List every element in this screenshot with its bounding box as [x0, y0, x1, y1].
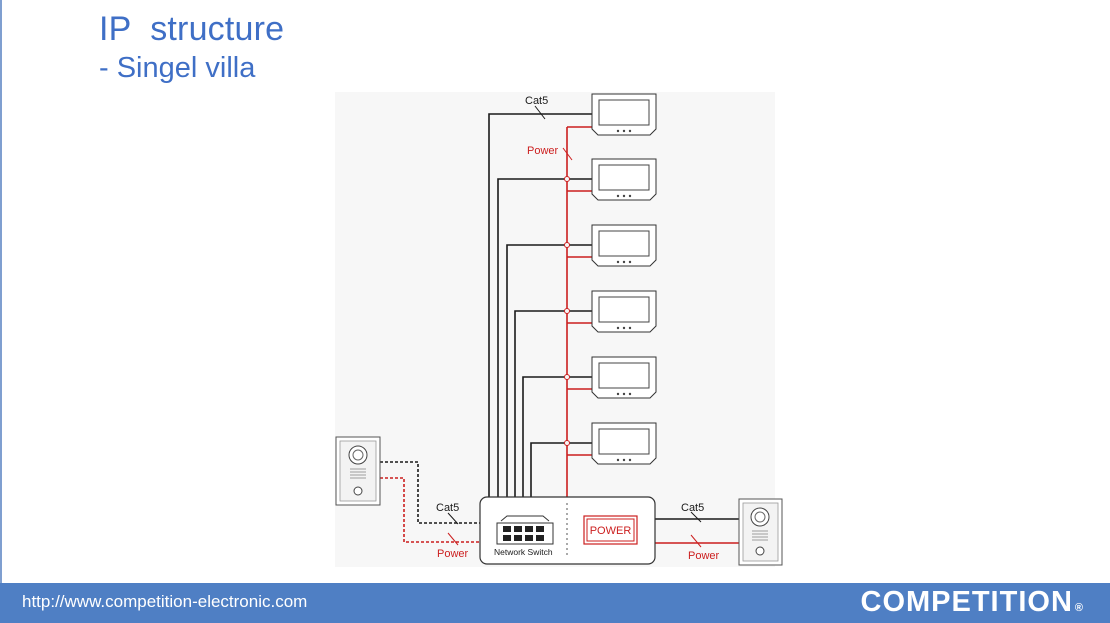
switch-ports: [503, 526, 544, 541]
left-door-station: [335, 436, 381, 506]
logo-text: COMPETITION: [860, 586, 1073, 618]
power-label-left: Power: [437, 548, 469, 560]
cat5-cable-monitor-4: [514, 310, 592, 498]
power-cable-left-door: [380, 477, 480, 543]
cat5-cable-monitor-6: [530, 442, 592, 498]
power-pointer-left: [447, 532, 459, 546]
network-switch-label: Network Switch: [494, 547, 553, 557]
cat5-pointer-left: [447, 512, 459, 525]
power-box-label: POWER: [590, 525, 632, 537]
cat5-pointer-top: [534, 105, 546, 120]
footer-bar: http://www.competition-electronic.com CO…: [0, 583, 1110, 623]
monitor-4: [591, 290, 657, 333]
ip-structure-diagram: Cat5 Power Cat5 Power Cat5 Power Network…: [335, 93, 783, 566]
power-label-top: Power: [527, 145, 559, 157]
right-door-station: [738, 498, 783, 566]
monitor-5: [591, 356, 657, 399]
power-pointer-top: [562, 147, 573, 161]
power-label-right: Power: [688, 550, 720, 562]
network-switch-power-box: [479, 496, 656, 565]
power-cables: [380, 126, 739, 548]
monitor-1: [591, 93, 657, 136]
competition-logo: COMPETITION®: [861, 586, 1085, 619]
diagram-panel: [335, 92, 775, 567]
cat5-cable-monitor-3: [506, 244, 592, 498]
cat5-cables: [380, 105, 739, 525]
monitor-6: [591, 422, 657, 465]
cat5-label-top: Cat5: [525, 95, 548, 107]
cat5-pointer-right: [690, 511, 702, 523]
registered-mark: ®: [1074, 602, 1084, 614]
monitor-2: [591, 158, 657, 201]
cat5-label-right: Cat5: [681, 502, 704, 514]
monitor-3: [591, 224, 657, 267]
cat5-cable-monitor-5: [522, 376, 592, 498]
cat5-cable-monitor-2: [497, 178, 592, 498]
slide-left-rule: [0, 0, 2, 583]
slide-title: IP structure: [99, 10, 285, 48]
cat5-label-left: Cat5: [436, 502, 459, 514]
cable-crossings: [564, 176, 570, 446]
footer-url: http://www.competition-electronic.com: [22, 592, 308, 611]
cat5-cable-left-door: [380, 461, 480, 524]
cat5-cable-monitor-1: [488, 113, 592, 498]
slide-subtitle: - Singel villa: [99, 52, 256, 84]
power-pointer-right: [690, 534, 702, 548]
